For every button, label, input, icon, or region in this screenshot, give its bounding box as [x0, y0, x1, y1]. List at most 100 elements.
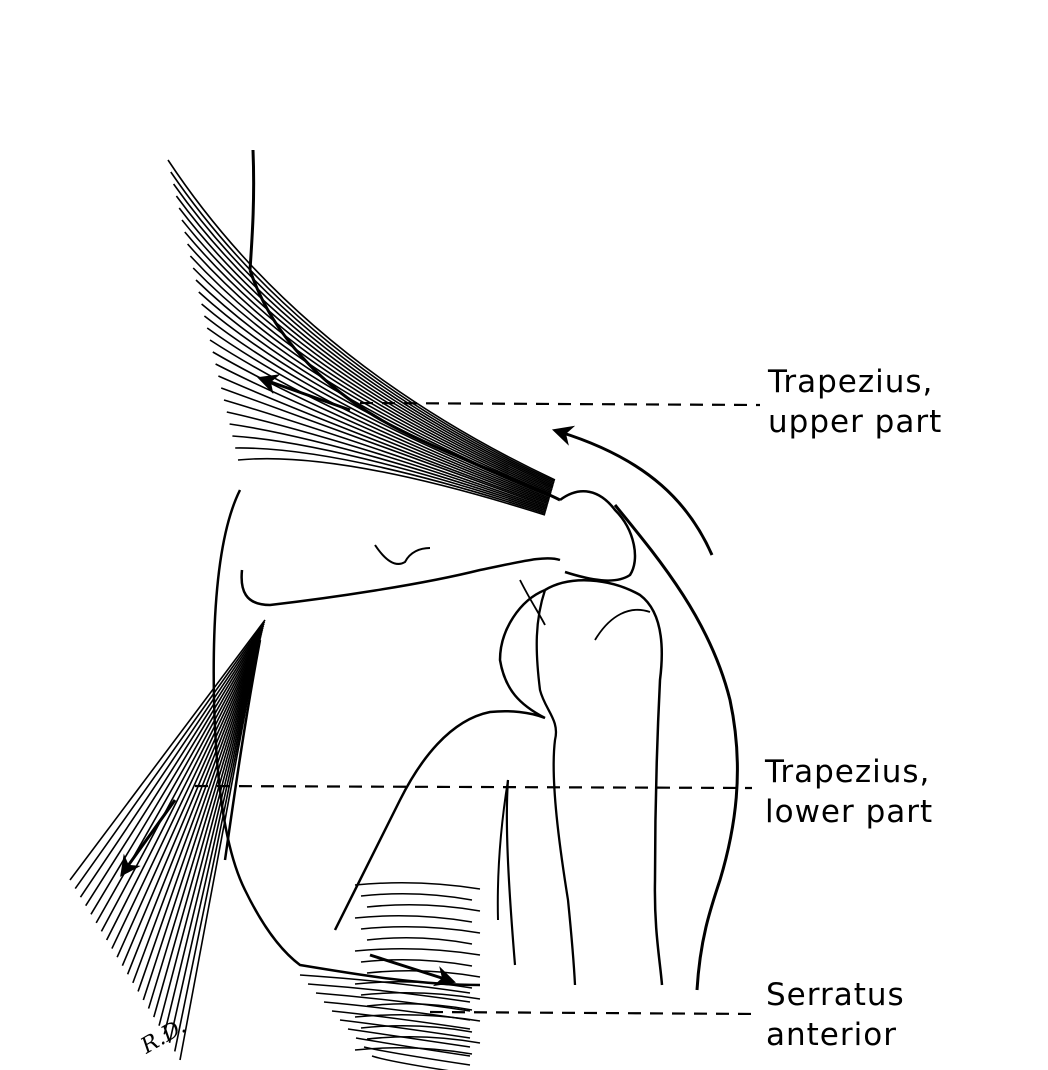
- serratus-fibre: [354, 981, 473, 989]
- label-serratus-line2: anterior: [766, 1017, 897, 1053]
- scapula-lateral-border: [333, 588, 546, 931]
- upper-trap-fibre: [220, 387, 548, 508]
- lower-trap-fibre: [116, 636, 262, 958]
- upper-trap-fibre: [195, 279, 552, 495]
- lower-trap-fibre: [173, 657, 257, 1052]
- upper-trap-fibre: [235, 447, 546, 515]
- trapezius-lower-edge: [223, 639, 262, 861]
- lower-trap-fibre: [147, 648, 259, 1009]
- label-serratus-line1: Serratus: [766, 977, 905, 1013]
- lower-trap-fibre: [121, 638, 261, 967]
- serratus-fibre: [347, 1028, 471, 1048]
- upper-trap-fibre: [237, 457, 546, 516]
- label-trapezius-lower-line2: lower part: [765, 794, 934, 830]
- humerus-tubercle: [594, 608, 651, 641]
- label-trapezius-lower: Trapezius, lower part: [765, 752, 933, 832]
- label-trapezius-lower-line1: Trapezius,: [765, 754, 931, 790]
- serratus-fibre: [323, 1001, 471, 1021]
- upper-trap-fibre: [229, 423, 547, 512]
- serratus-fibre: [363, 1046, 471, 1066]
- upper-trap-fibre: [186, 243, 553, 491]
- lower-trap-fibre: [158, 652, 258, 1026]
- humerus-inner: [535, 589, 577, 986]
- upper-trap-fibre: [218, 375, 549, 506]
- lower-trap-fibre: [105, 632, 263, 941]
- serratus-fibre: [339, 1019, 471, 1039]
- serratus-fibre: [331, 1010, 471, 1030]
- lower-trap-fibre: [100, 631, 263, 932]
- label-trapezius-upper-line2: upper part: [768, 404, 943, 440]
- upper-trap-fibre: [178, 207, 554, 487]
- serratus-fibre: [360, 926, 481, 934]
- upper-trap-fibre: [215, 363, 549, 505]
- lower-trap-fibre: [132, 642, 261, 984]
- upper-trap-fibre: [232, 435, 547, 513]
- serratus-arrow: [369, 953, 456, 987]
- upper-trap-fibre: [223, 399, 548, 509]
- label-trapezius-upper-line1: Trapezius,: [768, 364, 934, 400]
- lower-trap-fibre: [163, 654, 258, 1035]
- serratus-fibre: [354, 948, 481, 956]
- upper-trap-fibre: [175, 195, 555, 485]
- upper-trap-arrow: [257, 374, 351, 412]
- lower-trap-fibre: [79, 623, 265, 898]
- serratus-fibre: [315, 992, 471, 1012]
- upper-trap-fibre: [184, 231, 553, 490]
- lower-trap-fibre: [90, 627, 264, 915]
- lower-trap-fibre: [74, 621, 266, 890]
- lower-trap-fibre: [137, 644, 260, 992]
- serratus-fibre: [299, 974, 471, 994]
- lower-trap-fibre: [168, 656, 257, 1044]
- serratus-anterior-fibres: [299, 882, 481, 1070]
- lower-trap-fibre: [142, 646, 260, 1001]
- lower-trap-fibre: [153, 650, 259, 1018]
- coracoid-line-2: [496, 779, 509, 921]
- lower-trap-fibre: [179, 659, 256, 1061]
- upper-trap-fibre: [167, 159, 556, 481]
- neck-outline: [248, 149, 256, 271]
- upper-trap-fibre: [226, 411, 547, 511]
- shoulder-outer-contour: [613, 504, 739, 991]
- serratus-fibre: [366, 904, 481, 912]
- upper-trap-fibre: [192, 267, 552, 494]
- lower-trap-fibre: [69, 619, 266, 881]
- serratus-fibre: [371, 1055, 449, 1070]
- serratus-fibre: [366, 1036, 481, 1044]
- leader-serratus: [429, 1010, 759, 1016]
- humerus-head: [544, 579, 664, 986]
- upper-trap-fibre: [172, 183, 555, 484]
- serratus-fibre: [355, 1037, 471, 1057]
- acromion-outline: [559, 490, 637, 582]
- scapula-outline: [212, 489, 481, 987]
- upper-trap-fibre: [203, 315, 551, 499]
- coracoid-line: [505, 779, 517, 966]
- serratus-fibre: [360, 992, 481, 1000]
- lower-trap-fibre: [111, 634, 262, 949]
- leader-trapezius-lower: [194, 784, 753, 790]
- upper-trap-fibre: [206, 327, 550, 501]
- lower-trap-fibre: [126, 640, 261, 975]
- upper-trap-fibre: [212, 351, 549, 504]
- upper-trap-fibre: [189, 255, 553, 492]
- scapula-spine: [240, 557, 561, 607]
- upper-trap-fibre: [181, 219, 554, 488]
- lower-trap-arrow: [120, 799, 177, 877]
- label-trapezius-upper: Trapezius, upper part: [768, 362, 942, 442]
- upper-trap-fibre: [170, 171, 555, 483]
- leader-trapezius-upper: [359, 401, 761, 407]
- trapezius-upper-fibres: [167, 159, 556, 516]
- serratus-fibre: [354, 915, 473, 923]
- rotation-arrow: [551, 425, 714, 556]
- lower-trap-fibre: [85, 625, 265, 907]
- acromion-notch: [374, 544, 431, 565]
- serratus-fibre: [360, 893, 473, 901]
- serratus-fibre: [360, 1025, 473, 1033]
- clavicle-joint: [519, 579, 546, 626]
- trapezius-upper-edge: [248, 269, 561, 502]
- serratus-fibre: [360, 959, 473, 967]
- serratus-fibre: [307, 983, 471, 1003]
- upper-trap-fibre: [201, 303, 551, 498]
- upper-trap-fibre: [209, 339, 550, 502]
- trapezius-lower-fibres: [69, 619, 266, 1061]
